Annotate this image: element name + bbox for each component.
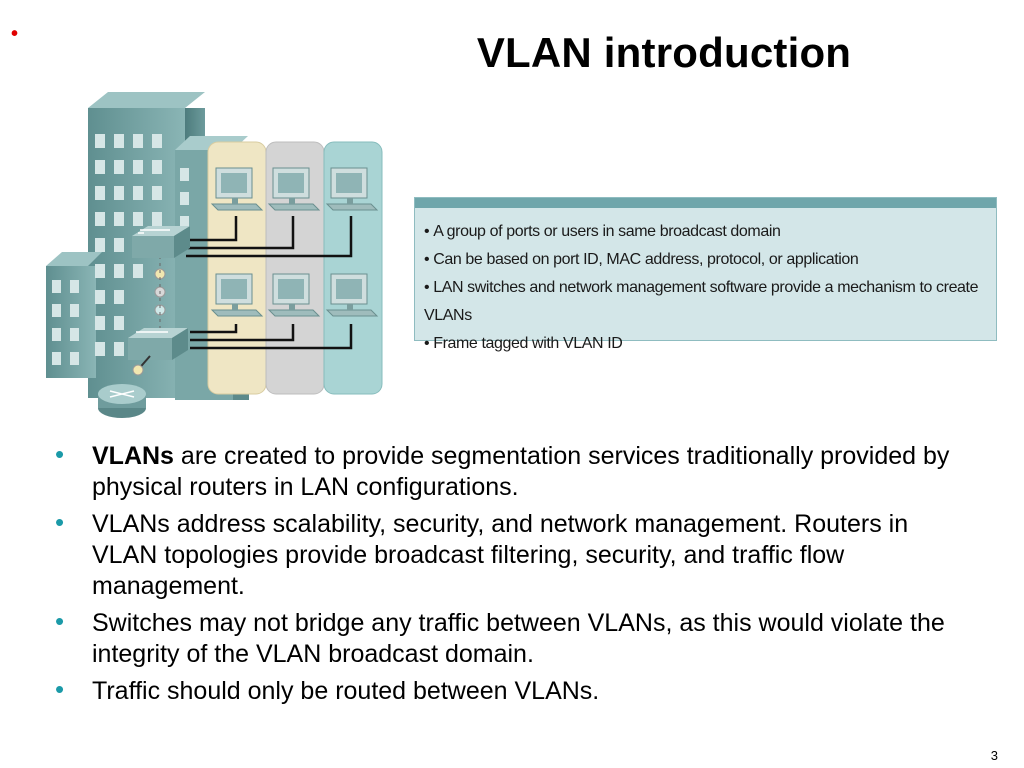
bullet-text: VLANs address scalability, security, and… [92, 510, 909, 600]
vlan-illustration [46, 92, 383, 418]
box-header-bar [415, 198, 996, 208]
switch-icon [132, 226, 190, 258]
bullet-dot: • [55, 507, 65, 537]
vlan-definition-box: •A group of ports or users in same broad… [414, 197, 997, 352]
definition-list: •A group of ports or users in same broad… [415, 208, 996, 358]
router-icon [98, 355, 151, 418]
computer-icon [210, 273, 264, 317]
bullet-bold-term: VLANs [92, 442, 174, 470]
corner-mark: • [11, 23, 19, 45]
bullet-item: • VLANs are created to provide segmentat… [50, 439, 970, 503]
switch-icon [128, 328, 188, 360]
computer-icon [325, 273, 379, 317]
computer-icon [267, 167, 321, 211]
page-number: 3 [990, 748, 998, 763]
trunk-link [154, 256, 166, 328]
computer-icon [267, 273, 321, 317]
list-item: •LAN switches and network management sof… [424, 279, 979, 324]
list-item: •Can be based on port ID, MAC address, p… [424, 251, 859, 268]
main-bullet-list: • VLANs are created to provide segmentat… [50, 439, 970, 713]
list-item: •Frame tagged with VLAN ID [424, 335, 623, 352]
bullet-dot: • [55, 674, 65, 704]
list-item: •A group of ports or users in same broad… [424, 223, 781, 240]
computer-icon [325, 167, 379, 211]
bullet-dot: • [55, 606, 65, 636]
bullet-text: are created to provide segmentation serv… [92, 442, 950, 501]
bullet-dot: • [55, 439, 65, 469]
slide-title: VLAN introduction [476, 29, 852, 76]
bullet-text: Traffic should only be routed between VL… [92, 677, 600, 705]
bullet-text: Switches may not bridge any traffic betw… [92, 609, 945, 668]
bullet-item: • Traffic should only be routed between … [50, 674, 970, 707]
bullet-item: • VLANs address scalability, security, a… [50, 507, 970, 602]
computer-icon [210, 167, 264, 211]
bullet-item: • Switches may not bridge any traffic be… [50, 606, 970, 670]
